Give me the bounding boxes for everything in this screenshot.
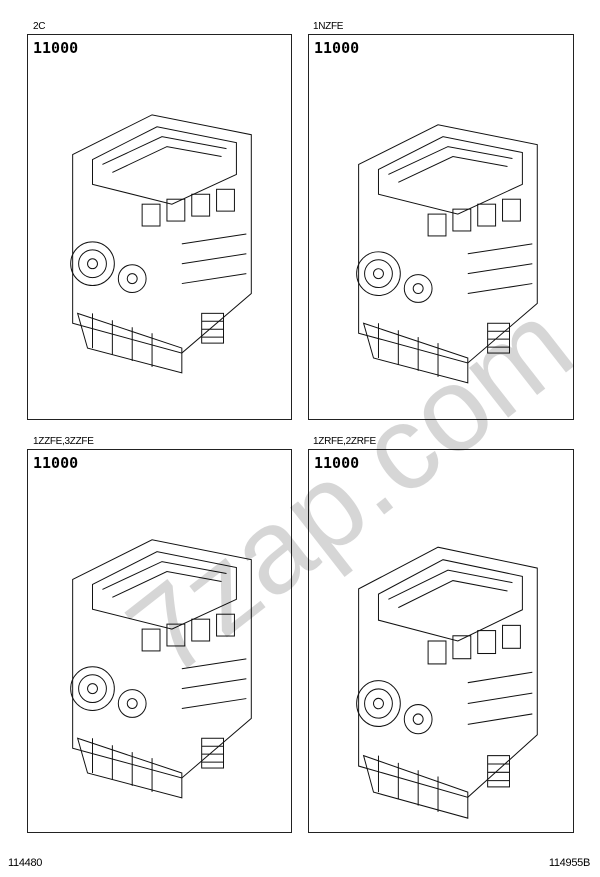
engine-illustration xyxy=(70,114,252,374)
illustration-ref-right: 114955B xyxy=(548,857,590,869)
engine-panel-1nzfe[interactable]: 11000 xyxy=(308,34,574,420)
part-number[interactable]: 11000 xyxy=(33,39,79,57)
engine-panel-1zzfe-3zzfe[interactable]: 11000 xyxy=(27,449,292,833)
engine-code-label: 2C xyxy=(33,21,46,32)
engine-illustration xyxy=(356,124,538,384)
part-number[interactable]: 11000 xyxy=(314,454,360,472)
illustration-ref-left: 114480 xyxy=(8,857,43,869)
engine-code-label: 1ZRFE,2ZRFE xyxy=(313,436,376,447)
engine-panel-2c[interactable]: 11000 xyxy=(27,34,292,420)
part-number[interactable]: 11000 xyxy=(314,39,360,57)
part-number[interactable]: 11000 xyxy=(33,454,79,472)
engine-illustration xyxy=(356,546,538,819)
engine-panel-1zrfe-2zrfe[interactable]: 11000 xyxy=(308,449,574,833)
engine-code-label: 1NZFE xyxy=(313,21,344,32)
engine-illustration xyxy=(70,539,252,799)
engine-code-label: 1ZZFE,3ZZFE xyxy=(33,436,94,447)
